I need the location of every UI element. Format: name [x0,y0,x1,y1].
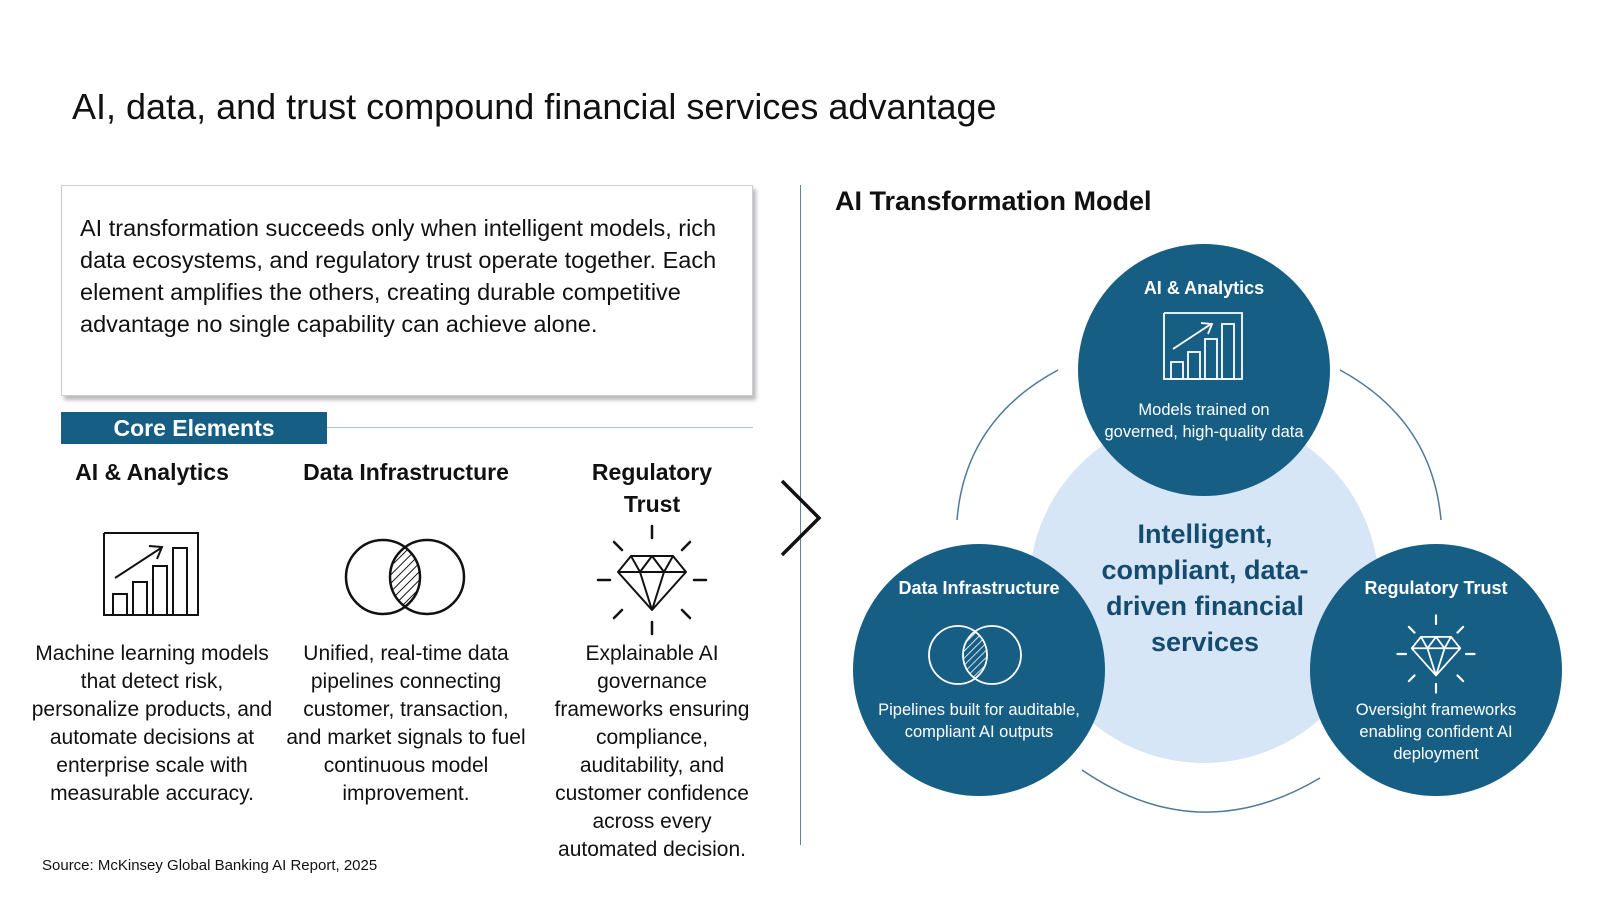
core-element-regulatory-trust: Regulatory Trust [566,456,738,520]
chevron-right-icon [780,479,822,557]
intro-box: AI transformation succeeds only when int… [61,185,753,396]
node-title: Data Infrastructure [898,578,1060,598]
core-elements-rule [327,427,753,428]
node-title: Regulatory Trust [1364,578,1508,598]
core-element-regulatory-trust-desc: Explainable AI governance frameworks ens… [542,640,762,864]
core-element-data-infrastructure: Data Infrastructure [296,456,516,488]
core-element-description: Unified, real-time data pipelines connec… [286,642,526,805]
venn-diagram-icon [344,538,466,616]
intro-text: AI transformation succeeds only when int… [80,215,717,337]
center-circle [1029,413,1379,763]
arc-right [1339,369,1442,521]
source-note: Source: McKinsey Global Banking AI Repor… [42,857,378,874]
node-title: AI & Analytics [1143,278,1265,298]
core-element-title: AI & Analytics [75,459,229,485]
bar-chart-icon [1163,312,1243,380]
node-description: Oversight frameworks enabling confident … [1355,701,1517,763]
model-node-regulatory-trust: Regulatory Trust Oversight frameworks en… [1310,544,1562,796]
node-description: Models trained on governed, high-quality… [1104,401,1304,441]
page-title: AI, data, and trust compound financial s… [72,86,997,127]
diamond-icon [596,524,708,636]
core-element-description: Machine learning models that detect risk… [31,642,273,805]
core-element-data-infrastructure-desc: Unified, real-time data pipelines connec… [286,640,526,808]
venn-diagram-icon [928,625,1022,685]
arc-bottom [1081,769,1321,813]
model-title: AI Transformation Model [835,186,1152,216]
model-node-data-infrastructure: Data Infrastructure Pipelines built for … [853,544,1105,796]
core-element-title: Regulatory Trust [591,459,713,517]
arc-left [956,369,1059,521]
core-element-description: Explainable AI governance frameworks ens… [554,642,750,861]
core-element-ai-analytics-desc: Machine learning models that detect risk… [30,640,274,808]
section-divider [800,185,801,845]
core-element-ai-analytics: AI & Analytics [30,456,274,488]
node-description: Pipelines built for auditable, compliant… [878,701,1080,741]
core-elements-header: Core Elements [61,412,327,444]
model-node-ai-analytics: AI & Analytics Models trained on governe… [1078,244,1330,496]
core-element-title: Data Infrastructure [303,459,509,485]
bar-chart-icon [103,532,199,616]
center-statement: Intelligent, compliant, data-driven fina… [1101,519,1309,657]
diamond-icon [1396,614,1476,694]
